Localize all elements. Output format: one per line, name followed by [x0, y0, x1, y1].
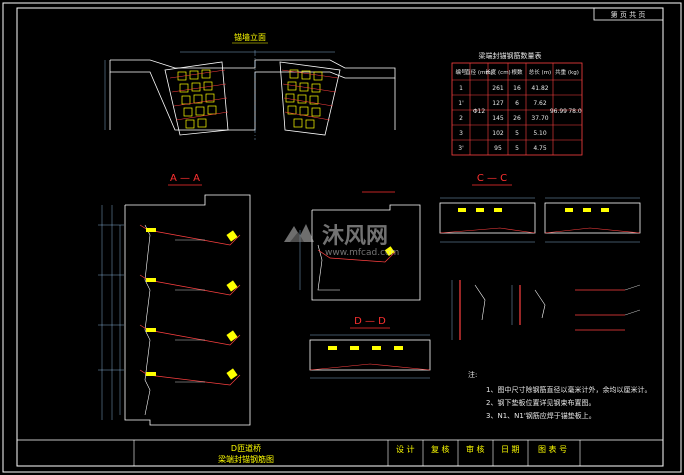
section-b-anchor	[384, 246, 395, 256]
note-item-1: 1、图中尺寸除钢筋直径以毫米计外，余均以厘米计。	[486, 386, 652, 394]
table-header-1: 直径 (mm)	[465, 68, 493, 76]
title-field-check: 复 核	[431, 445, 450, 454]
table-header-2: 长度 (cm)	[485, 68, 510, 76]
table-row-4-len: 102	[492, 130, 504, 137]
table-title: 梁端封锚钢筋数量表	[479, 51, 542, 60]
title-drawing: 梁端封锚钢筋图	[218, 455, 274, 464]
title-field-sheet-no: 图 表 号	[538, 445, 568, 454]
section-b-outline	[311, 204, 421, 301]
plan-anchor-block-right	[279, 61, 341, 136]
plan-anchor-plates-right	[285, 69, 323, 129]
title-field-review: 审 核	[466, 445, 485, 454]
section-aa-web	[144, 224, 151, 416]
section-aa-outline	[124, 194, 251, 426]
watermark-url: www.mfcad.com	[325, 248, 399, 258]
title-project: D匝道桥	[230, 444, 262, 453]
inner-border	[16, 7, 664, 467]
table-row-4-total: 5.10	[533, 130, 547, 137]
watermark-logo-icon	[284, 224, 314, 242]
plan-view: 锚墙立面	[104, 32, 396, 140]
section-dd: D — D	[309, 316, 431, 379]
watermark-brand: 沐风网	[322, 224, 388, 249]
title-field-design: 设 计	[396, 445, 415, 454]
section-cc-right-block	[544, 202, 641, 234]
table-row-3-len: 145	[492, 115, 504, 122]
note-item-3: 3、N1、N1'钢筋应焊于锚垫板上。	[486, 412, 596, 420]
table-row-3-id: 2	[459, 115, 463, 122]
plan-anchor-plates-left	[177, 69, 217, 129]
sheet-ref-text: 第 页 共 页	[611, 10, 646, 19]
table-diameter: Φ12	[473, 108, 486, 115]
rebar-details	[451, 280, 641, 340]
note-item-2: 2、钢下垫板位置详见钢束布置图。	[486, 399, 596, 407]
title-field-date: 日 期	[501, 445, 520, 454]
table-row-5-count: 5	[515, 145, 519, 152]
section-aa-title: A — A	[170, 173, 200, 184]
table-row-1-total: 41.82	[531, 85, 548, 92]
section-cc-title: C — C	[477, 173, 507, 184]
table-row-5-id: 3'	[458, 145, 464, 152]
plan-rebars	[169, 69, 339, 121]
table-row-2-count: 6	[515, 100, 519, 107]
table-header-3: 根数	[511, 68, 523, 76]
section-aa-rebars	[139, 224, 241, 386]
table-row-5-len: 95	[494, 145, 502, 152]
notes-label: 注:	[468, 371, 478, 379]
table-row-3-count: 26	[513, 115, 521, 122]
plan-outline	[109, 59, 396, 131]
plan-anchor-block-left	[164, 61, 229, 136]
table-row-2-id: 1'	[458, 100, 464, 107]
table-row-2-total: 7.62	[533, 100, 547, 107]
table-row-4-id: 3	[459, 130, 463, 137]
sheet-ref-box	[593, 7, 664, 21]
section-dd-title: D — D	[354, 316, 386, 327]
table-header-4: 总长 (m)	[529, 68, 551, 76]
table-row-2-len: 127	[492, 100, 504, 107]
table-header-5: 共重 (kg)	[555, 68, 579, 76]
table-row-1-count: 16	[513, 85, 521, 92]
section-dd-outline	[309, 339, 431, 371]
table-sum-total: 96.99	[550, 108, 567, 115]
table-sum-weight: 78.0	[568, 108, 582, 115]
table-row-1-len: 261	[492, 85, 504, 92]
section-b-rebar	[317, 249, 396, 263]
section-aa: A — A	[98, 173, 251, 426]
section-aa-dims	[98, 205, 124, 420]
section-aa-anchors	[146, 228, 238, 380]
plan-view-title: 锚墙立面	[234, 32, 266, 42]
table-row-3-total: 37.70	[531, 115, 548, 122]
section-cc: C — C	[439, 173, 641, 243]
watermark: 沐风网 www.mfcad.com	[284, 224, 399, 258]
section-cc-left-block	[439, 202, 536, 234]
rebar-table: 梁端封锚钢筋数量表 编号 直径 (mm) 长度 (cm) 根数 总长 (m) 共…	[451, 51, 583, 156]
title-block	[17, 439, 663, 466]
table-header-0: 编号	[455, 68, 467, 76]
table-row-1-id: 1	[459, 85, 463, 92]
table-row-4-count: 5	[515, 130, 519, 137]
table-row-5-total: 4.75	[533, 145, 547, 152]
